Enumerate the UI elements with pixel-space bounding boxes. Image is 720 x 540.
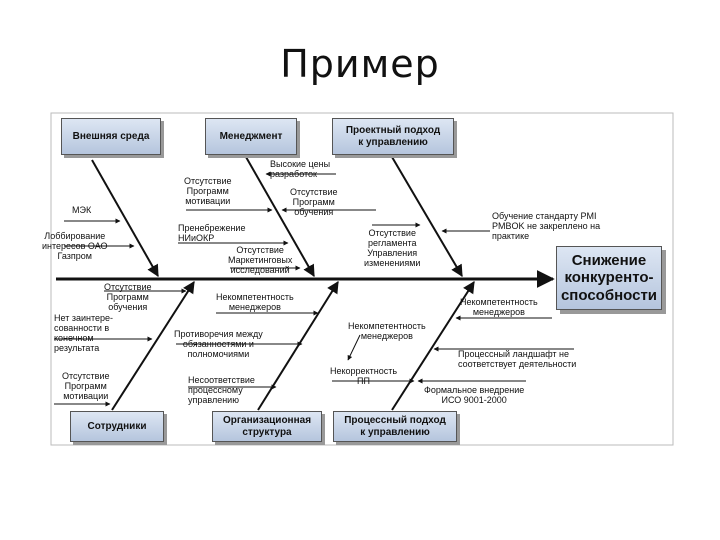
cause-lobby: Лоббирование интересов ОАО Газпром [42,231,108,262]
category-external: Внешняя среда [61,118,161,155]
cause-neglect-rnd: Пренебрежение НИиОКР [178,223,246,244]
cause-no-change-reg: Отсутствие регламента Управления изменен… [364,228,421,269]
cause-incompetent-mgmt: Некомпетентность менеджеров [216,292,294,313]
cause-pmi: Обучение стандарту PMI PMBOK не закрепле… [492,211,601,242]
cause-no-training-staff: Отсутствие Программ обучения [104,282,152,313]
bone-management [245,156,315,278]
category-staff: Сотрудники [70,411,164,442]
diagram-frame [50,112,674,446]
cause-high-cost: Высокие цены разработок [270,159,331,180]
bone-process [391,280,475,411]
cause-incompetent-proc1: Некомпетентность менеджеров [460,297,538,318]
category-management: Менеджмент [205,118,297,155]
bone-external [91,159,159,278]
cause-mismatch: Несоответствие процессному управлению [188,375,255,406]
cause-incompetent-proc2: Некомпетентность менеджеров [348,321,426,342]
effect-box: Снижение конкуренто- способности [556,246,662,310]
cause-landscape: Процессный ландшафт не соответствует дея… [458,349,577,370]
cause-no-marketing: Отсутствие Маркетинговых исследований [228,245,293,276]
category-project: Проектный подход к управлению [332,118,454,155]
cause-incorrect-pp: Некорректность ПП [330,366,398,387]
cause-no-interest: Нет заинтере- сованности в конечном резу… [54,313,113,354]
cause-iso: Формальное внедрение ИСО 9001-2000 [424,385,525,406]
cause-no-motivation-staff: Отсутствие Программ мотивации [62,371,110,402]
cause-no-motivation-mgmt: Отсутствие Программ мотивации [184,176,232,207]
bone-project [391,156,463,278]
cause-mek: МЭК [72,205,92,215]
category-org: Организационная структура [212,411,322,442]
cause-no-training: Отсутствие Программ обучения [290,187,338,218]
category-process: Процессный подход к управлению [333,411,457,442]
arrow-incompetent-proc2 [347,334,361,361]
bone-staff [111,280,195,411]
cause-contradictions: Противоречия между обязанностями и полно… [174,329,263,360]
slide-title: Пример [280,42,440,86]
